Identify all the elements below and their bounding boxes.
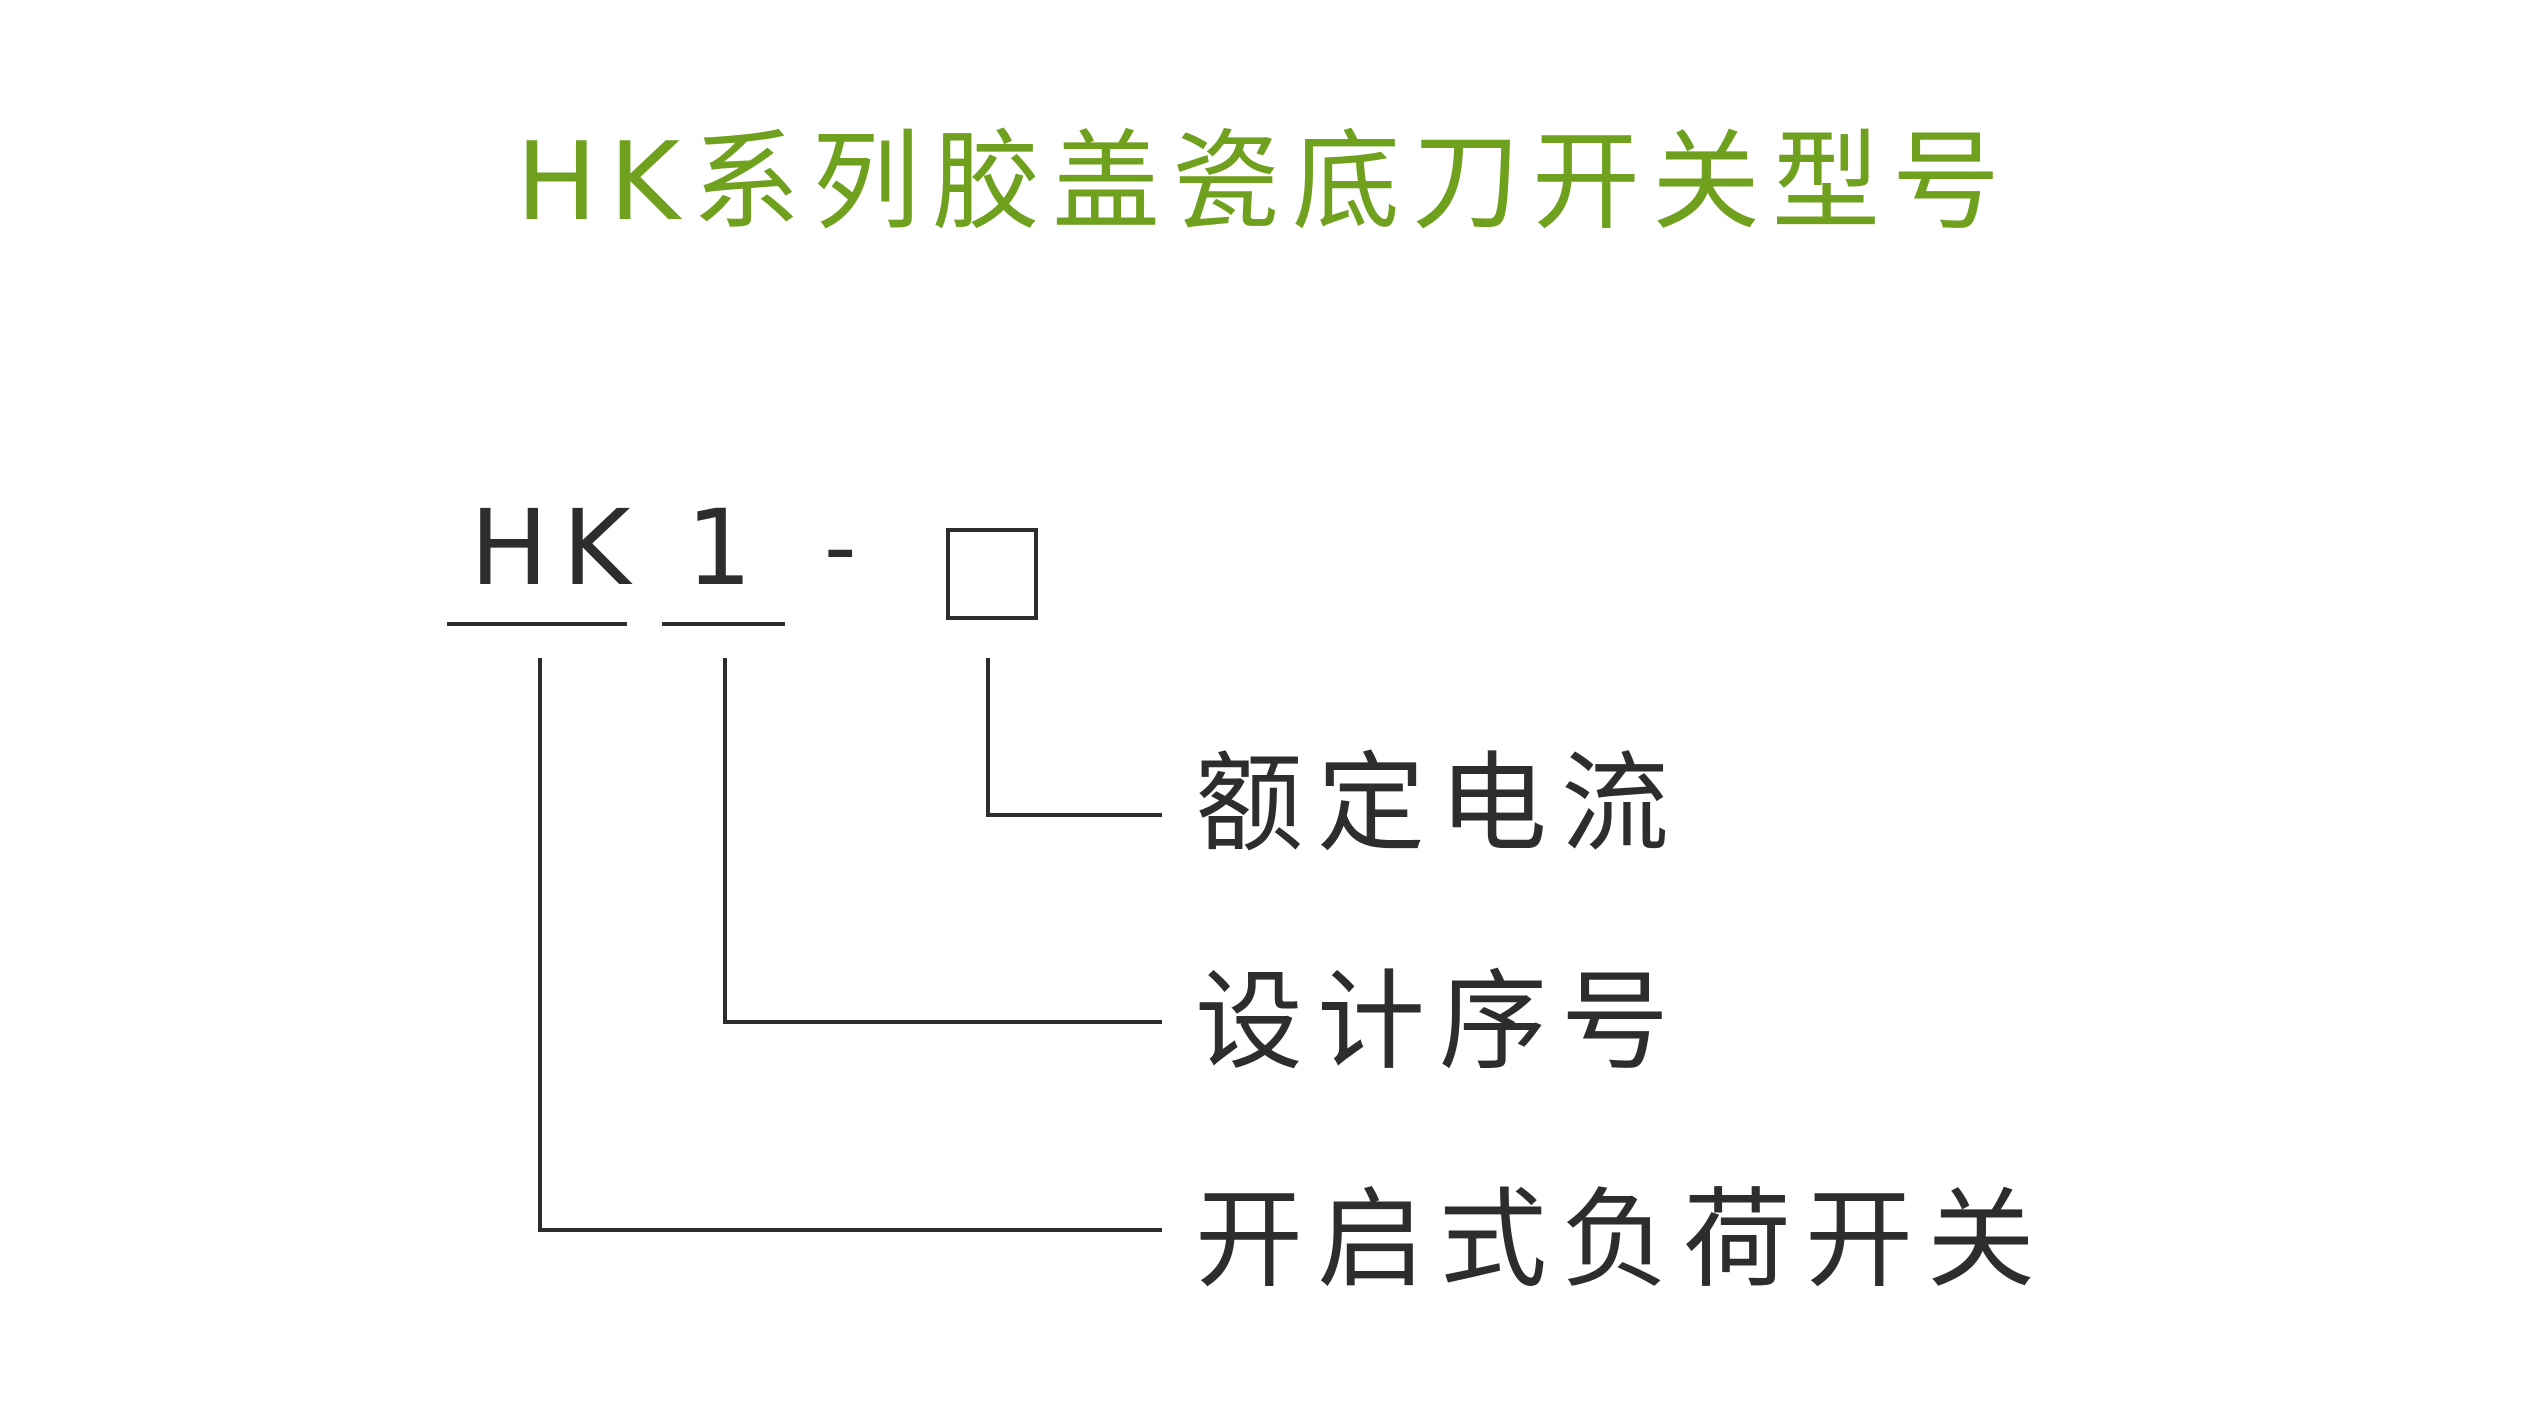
label-rated-current: 额定电流 <box>1195 742 1684 867</box>
switch-type-connector <box>538 658 1162 1232</box>
rated-current-placeholder-box <box>946 528 1038 620</box>
model-prefix: HK <box>470 487 645 609</box>
label-switch-type: 开启式负荷开关 <box>1195 1178 2050 1303</box>
design-serial-connector <box>723 658 1162 1024</box>
model-design-number: 1 <box>686 487 767 609</box>
rated-current-connector <box>986 658 1162 817</box>
model-separator: - <box>824 495 871 600</box>
diagram-title: HK系列胶盖瓷底刀开关型号 <box>515 120 2013 245</box>
label-design-serial: 设计序号 <box>1195 960 1684 1085</box>
